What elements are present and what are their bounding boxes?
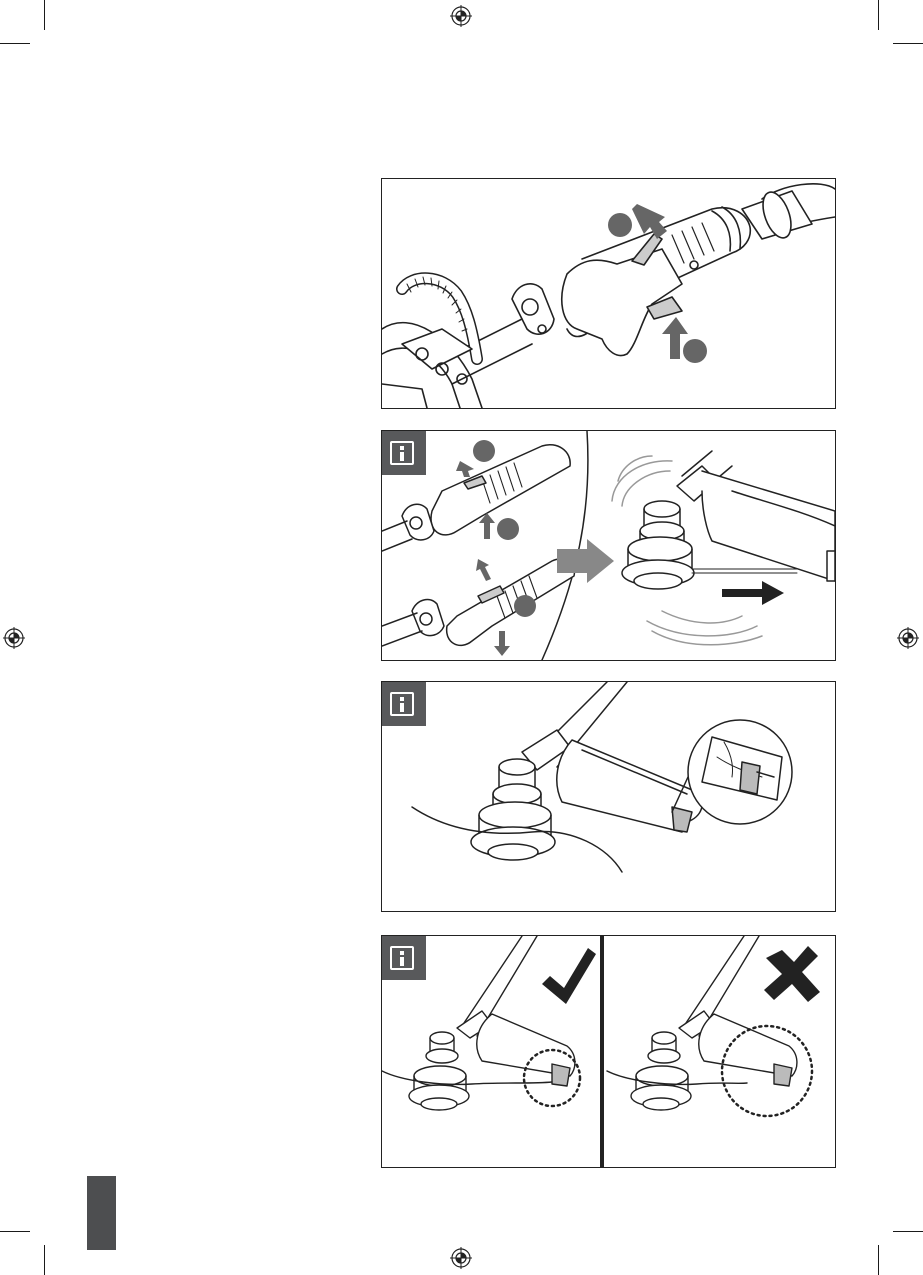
- crop-mark-top-right-v: [878, 0, 879, 30]
- info-icon: [390, 692, 414, 716]
- crop-mark-bottom-right-v: [878, 1245, 879, 1275]
- registration-mark-icon: [896, 626, 920, 650]
- handle-illustration: [382, 179, 835, 408]
- release-illustration: [382, 431, 835, 660]
- figure-panel-4: [381, 935, 836, 1168]
- cutter-illustration: [382, 682, 835, 911]
- section-tab: [87, 1176, 116, 1250]
- callout-dot-2: [497, 518, 519, 540]
- figure-panel-1: [381, 178, 836, 409]
- info-badge: [382, 682, 426, 726]
- callout-dot-2: [683, 339, 707, 363]
- callout-dot-1: [608, 213, 632, 237]
- info-badge: [382, 431, 426, 475]
- info-icon: [390, 441, 414, 465]
- registration-mark-icon: [449, 4, 473, 28]
- figure-panel-2: [381, 430, 836, 661]
- crop-mark-bottom-right-h: [893, 1231, 923, 1232]
- checkmark-icon: [542, 948, 596, 1004]
- callout-dot-1: [473, 440, 495, 462]
- crop-mark-top-left-v: [44, 0, 45, 30]
- line-extend-arrow-icon: [722, 581, 784, 605]
- info-icon: [390, 946, 414, 970]
- callout-dot-3: [514, 595, 536, 617]
- registration-mark-icon: [449, 1246, 473, 1270]
- correct-incorrect-illustration: [382, 936, 835, 1167]
- crop-mark-top-right-h: [893, 43, 923, 44]
- info-badge: [382, 936, 426, 980]
- crop-mark-bottom-left-h: [0, 1231, 30, 1232]
- crop-mark-top-left-h: [0, 43, 30, 44]
- figure-panel-3: [381, 681, 836, 912]
- crop-mark-bottom-left-v: [44, 1245, 45, 1275]
- registration-mark-icon: [2, 626, 26, 650]
- cross-icon: [764, 946, 820, 1002]
